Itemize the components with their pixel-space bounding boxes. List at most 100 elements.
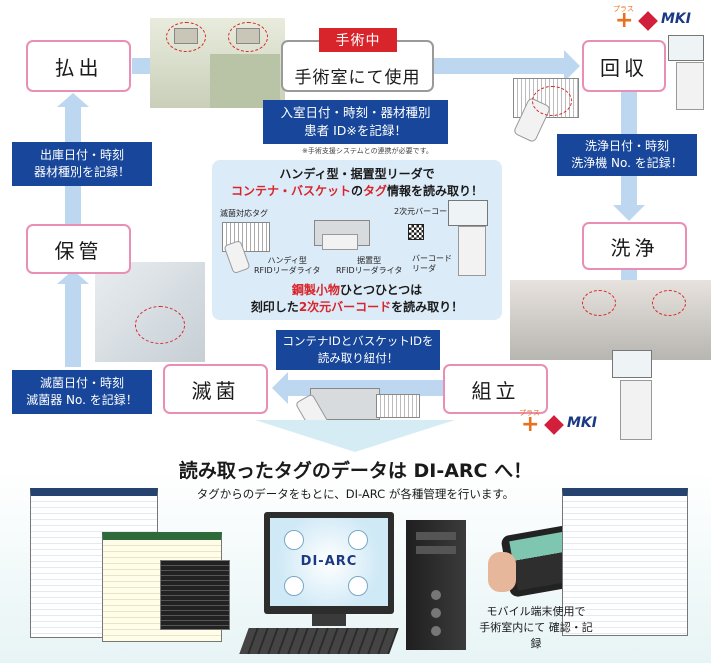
arrow-head-senjo — [613, 205, 645, 221]
note-haraidashi-line2: 器材種別を記録！ — [33, 165, 130, 179]
arrow-shujutsu-to-kaishu — [434, 58, 566, 74]
note-kumitate-line2: 読み取り紐付！ — [317, 351, 399, 365]
note-mekkin-line2: 滅菌器 No. を記録！ — [26, 393, 138, 407]
note-shujutsu-line1: 入室日付・時刻・器材種別 — [280, 105, 431, 120]
mki-logo-bottom-plus-text: プラス — [519, 409, 540, 417]
mki-logo-top-plus-icon: + — [615, 8, 634, 33]
pc-tower-button-2 — [431, 608, 441, 618]
di-arc-menu-4 — [348, 576, 368, 596]
arrow-mekkin-to-hokan — [65, 282, 81, 367]
mobile-caption-line2: 手術室内にて 確認・記録 — [479, 621, 593, 650]
card-fixed-reader — [322, 234, 358, 250]
surgery-in-progress-text: 手術中 — [335, 33, 381, 49]
note-shujutsu-record: 入室日付・時刻・器材種別 患者 ID※を記録！ — [263, 100, 448, 144]
card-barcode-reader-stand — [458, 226, 486, 276]
label-2d-barcode: 2次元バーコード — [394, 207, 456, 216]
label-sterile-tag: 滅菌対応タグ — [220, 209, 268, 218]
stage-kumitate-label: 組立 — [471, 378, 520, 403]
di-arc-monitor-stand — [312, 614, 346, 626]
reader-card-foot: 鋼製小物ひとつひとつは 刻印した2次元バーコードを読み取り！ — [212, 282, 502, 316]
stage-shujutsu-label: 手術室にて使用 — [294, 67, 421, 88]
stage-kumitate: 組立 — [443, 364, 548, 414]
mki-logo-bottom-text: MKI — [567, 415, 597, 431]
pc-tower-button-1 — [431, 590, 441, 600]
di-arc-menu-3 — [284, 576, 304, 596]
mobile-caption: モバイル端末使用で 手術室内にて 確認・記録 — [476, 604, 596, 652]
foot-2d-barcode: 2次元バーコード — [298, 300, 392, 314]
stage-senjo: 洗浄 — [582, 222, 687, 270]
note-mekkin-line1: 滅菌日付・時刻 — [39, 376, 124, 390]
head-containers-baskets: コンテナ・バスケット — [230, 184, 351, 198]
collection-terminal-screen — [668, 35, 704, 61]
collection-reader-highlight — [532, 86, 572, 116]
di-arc-app-logo: DI-ARC — [300, 554, 358, 569]
assembly-terminal-screen — [612, 350, 652, 378]
assembly-terminal-stand — [620, 380, 652, 440]
note-shujutsu-line2: 患者 ID※を記録！ — [304, 123, 407, 138]
reader-card-headline: ハンディ型・据置型リーダで コンテナ・バスケットのタグ情報を読み取り！ — [212, 166, 502, 200]
stage-kaishu: 回収 — [582, 40, 666, 92]
arrow-head-mekkin — [272, 372, 288, 404]
foot-engraved: 刻印した — [250, 300, 299, 314]
reader-card-head-line1: ハンディ型・据置型リーダで — [279, 167, 435, 181]
head-no: の — [350, 184, 363, 198]
arrow-head-haraidashi — [57, 93, 89, 107]
storage-shelf-photo — [95, 262, 205, 362]
door-frame — [210, 54, 280, 108]
washing-room-photo — [510, 280, 711, 360]
di-arc-menu-1 — [284, 530, 304, 550]
washing-reader-highlight-2 — [652, 290, 686, 316]
note-kaishu-line2: 洗浄機 No. を記録！ — [571, 156, 683, 170]
stage-haraidashi-label: 払出 — [54, 55, 103, 80]
washing-reader-highlight-1 — [582, 290, 616, 316]
foot-read: を読み取り！ — [391, 300, 464, 314]
head-tag: タグ — [363, 184, 388, 198]
pc-tower-drive-1 — [416, 532, 456, 540]
screenshot-management-right — [562, 488, 688, 636]
arrow-head-kaishu — [564, 50, 580, 82]
stage-kaishu-label: 回収 — [600, 55, 648, 80]
stage-mekkin: 滅菌 — [163, 364, 268, 414]
mki-logo-top-cube-icon — [638, 11, 658, 31]
pc-tower-button-3 — [431, 626, 441, 636]
stage-hokan: 保管 — [26, 224, 131, 274]
storage-reader-highlight — [135, 306, 185, 344]
door-reader-left-highlight — [166, 22, 206, 52]
keyboard — [239, 628, 399, 654]
stage-senjo-label: 洗浄 — [610, 235, 659, 260]
stage-mekkin-label: 滅菌 — [191, 378, 240, 403]
note-kaishu-record: 洗浄日付・時刻 洗浄機 No. を記録！ — [557, 134, 697, 176]
mki-logo-bottom-cube-icon — [544, 415, 564, 435]
funnel-to-di-arc — [255, 420, 455, 452]
note-kaishu-line1: 洗浄日付・時刻 — [584, 139, 669, 153]
label-handy-reader: ハンディ型 RFIDリーダライタ — [254, 256, 321, 275]
reader-info-card: ハンディ型・据置型リーダで コンテナ・バスケットのタグ情報を読み取り！ 滅菌対応… — [212, 160, 502, 320]
hand-left — [488, 552, 516, 592]
di-arc-headline: 読み取ったタグのデータは DI-ARC へ！ — [178, 460, 533, 482]
foot-steel-items: 鋼製小物 — [291, 283, 340, 297]
foot-each: ひとつひとつは — [339, 283, 423, 297]
di-arc-subline: タグからのデータをもとに、DI-ARC が各種管理を行います。 — [196, 487, 515, 501]
screenshot-management-3 — [160, 560, 230, 630]
di-arc-menu-2 — [348, 530, 368, 550]
note-haraidashi-line1: 出庫日付・時刻 — [39, 148, 124, 162]
qr-code-icon — [408, 224, 424, 240]
note-haraidashi-record: 出庫日付・時刻 器材種別を記録！ — [12, 142, 152, 186]
mki-logo-bottom-plus-icon: + — [521, 412, 540, 437]
card-barcode-terminal-screen — [448, 200, 488, 226]
surgery-in-progress-badge: 手術中 — [319, 28, 397, 52]
pc-tower — [406, 520, 466, 650]
operating-room-door-photo — [150, 18, 285, 108]
note-kumitate-link: コンテナIDとバスケットIDを 読み取り紐付！ — [276, 330, 440, 370]
stage-hokan-label: 保管 — [54, 238, 103, 263]
sterilize-basket-illustration — [376, 394, 420, 418]
pc-tower-drive-2 — [416, 546, 456, 554]
mki-logo-top-plus-text: プラス — [613, 5, 634, 13]
collection-terminal-stand — [676, 62, 704, 110]
reader-card-foot-line1: 鋼製小物ひとつひとつは — [212, 282, 502, 299]
label-barcode-reader: バーコード リーダ — [412, 254, 452, 273]
note-kumitate-line1: コンテナIDとバスケットIDを — [282, 334, 434, 348]
di-arc-monitor-screen: DI-ARC — [270, 518, 388, 606]
door-reader-right-highlight — [228, 22, 268, 52]
head-read-info: 情報を読み取り！ — [387, 184, 484, 198]
